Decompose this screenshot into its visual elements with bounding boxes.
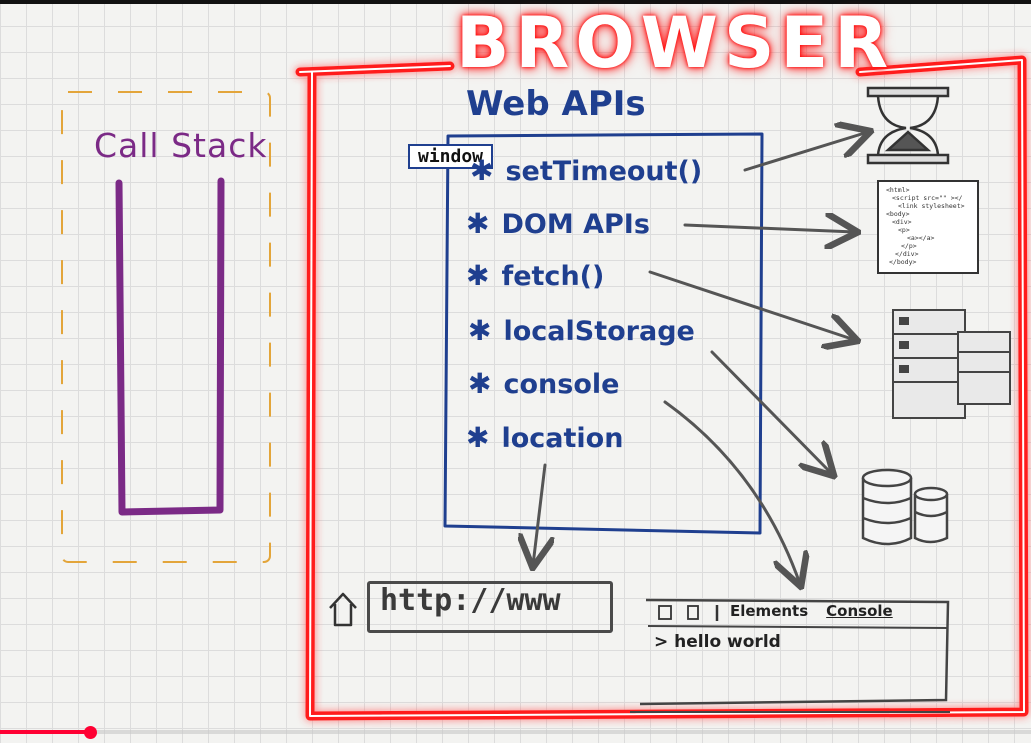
code-line: </body> [889, 258, 916, 266]
web-apis-title: Web APIs [466, 84, 646, 124]
bullet-star-icon: ✱ [466, 259, 490, 292]
bullet-star-icon: ✱ [468, 314, 492, 347]
code-line: </p> [901, 242, 917, 250]
api-item-fetch: ✱ fetch() [466, 259, 604, 292]
api-item-location: ✱ location [466, 421, 623, 454]
api-label: localStorage [503, 316, 695, 347]
arrow-localstorage [710, 350, 832, 474]
code-line: <html> [886, 186, 910, 194]
server-icon [892, 309, 1011, 419]
api-label: console [503, 369, 620, 400]
bullet-star-icon: ✱ [466, 207, 490, 240]
arrow-location [533, 463, 545, 565]
browser-title: BROWSER [456, 2, 895, 84]
video-progress-played [0, 730, 90, 734]
code-line: <script src="" ></ [892, 194, 963, 202]
code-line: <link stylesheet> [898, 202, 965, 210]
code-line: <body> [886, 210, 910, 218]
browser-frame [295, 55, 1029, 721]
api-label: setTimeout() [505, 156, 703, 187]
api-item-localstorage: ✱ localStorage [468, 314, 695, 347]
code-line: <p> [898, 226, 910, 234]
video-progress-handle[interactable] [84, 726, 97, 739]
database-icon [861, 468, 949, 546]
console-output: > hello world [654, 632, 781, 652]
arrow-dom [683, 225, 855, 232]
code-document-icon: <html><script src="" ></<link stylesheet… [877, 180, 979, 274]
bullet-star-icon: ✱ [466, 421, 490, 454]
api-arrows [533, 132, 868, 584]
arrow-settimeout [743, 132, 868, 172]
api-label: DOM APIs [501, 209, 650, 240]
hourglass-icon [866, 86, 950, 165]
call-stack-title: Call Stack [94, 126, 268, 165]
arrow-console [663, 400, 800, 584]
web-apis-box [443, 132, 764, 535]
arrow-fetch [648, 270, 855, 340]
api-item-dom-apis: ✱ DOM APIs [466, 207, 650, 240]
tab-console: Console [826, 602, 893, 620]
code-line: <div> [892, 218, 912, 226]
devtools-panel [630, 598, 950, 713]
window-label: window [408, 144, 494, 169]
bullet-star-icon: ✱ [470, 154, 494, 187]
url-bar [367, 581, 613, 633]
call-stack-frame [61, 91, 271, 563]
call-stack-container [115, 177, 225, 516]
devtools-tabs: Elements Console [652, 602, 893, 620]
url-text: http://www [380, 583, 561, 618]
home-icon [329, 592, 357, 627]
api-label: location [501, 423, 624, 454]
top-bar [0, 0, 1031, 4]
api-item-settimeout: ✱ setTimeout() [470, 154, 702, 187]
video-progress-track[interactable] [0, 730, 1031, 734]
code-line: </div> [895, 250, 919, 258]
bullet-star-icon: ✱ [468, 367, 492, 400]
tab-elements: Elements [730, 602, 809, 620]
api-label: fetch() [501, 261, 605, 292]
api-item-console: ✱ console [468, 367, 619, 400]
code-line: <a></a> [907, 234, 934, 242]
